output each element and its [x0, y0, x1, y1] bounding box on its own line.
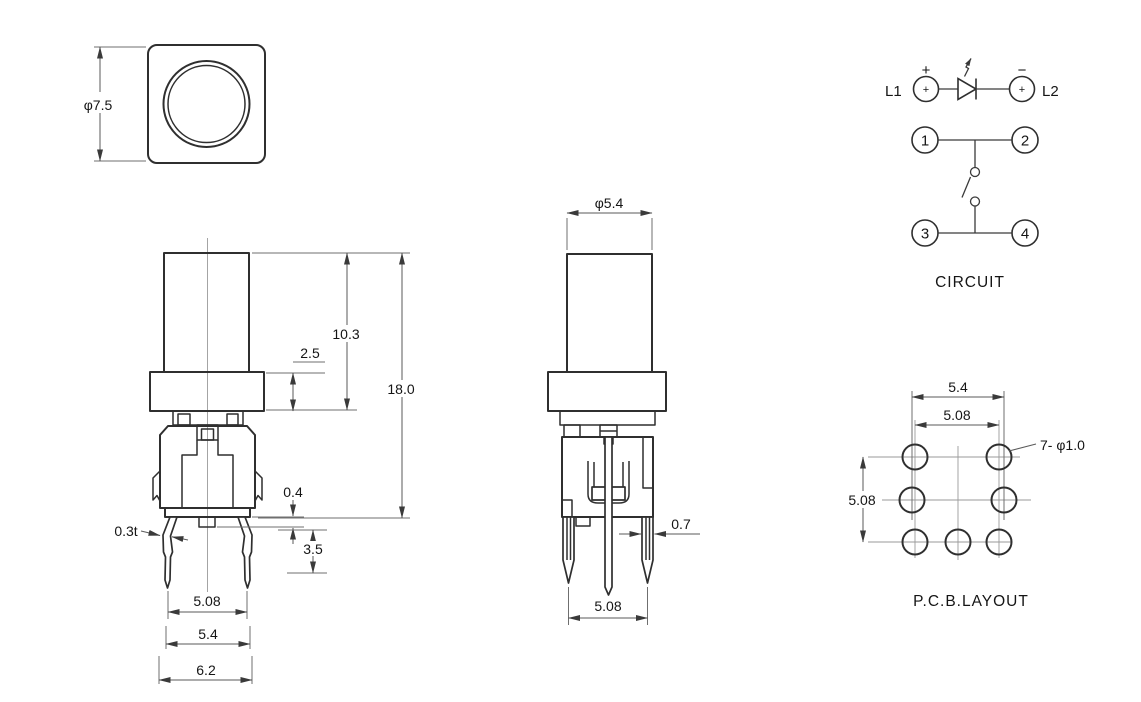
pcb-hole: [901, 528, 929, 556]
top-view: φ7.5: [73, 44, 266, 164]
lamp2-polarity: −: [1018, 62, 1027, 79]
pcb-hole: [944, 528, 972, 556]
lamp2-label: L2: [1042, 83, 1059, 100]
plunger-outline: [163, 252, 250, 373]
pcb-title: P.C.B.LAYOUT: [913, 593, 1029, 610]
neck-notch: [226, 413, 239, 426]
side-view: φ5.4 0.7 5.08: [547, 195, 700, 625]
dim-label-0-4: 0.4: [283, 484, 303, 500]
neck-tab: [563, 424, 581, 438]
neck-outline: [172, 411, 244, 426]
pin-left: [562, 516, 575, 584]
led-emission-arrow-icon: [963, 58, 972, 77]
leader-arrow: [171, 536, 189, 542]
dim-label-5-08: 5.08: [193, 593, 220, 609]
pcb-hole: [985, 528, 1013, 556]
dim-label-0-3t: 0.3t: [114, 523, 137, 539]
body-notch-right: [642, 437, 653, 489]
inner-block: [181, 440, 234, 508]
lamp1-polarity: +: [922, 62, 931, 79]
body-step-left: [562, 499, 573, 517]
dim-label-6-2: 6.2: [196, 662, 216, 678]
plate-step: [575, 516, 591, 527]
neck-outline: [559, 411, 656, 426]
switch-lever: [961, 176, 972, 198]
button-circle-inner: [167, 64, 246, 144]
circuit-diagram: L1 + + + − L2 1 2 3 4 CIRCUIT: [885, 58, 1059, 291]
button-circle-outer: [162, 60, 251, 148]
side-clip-right: [254, 470, 263, 502]
leg-right: [237, 516, 253, 589]
center-post-inner: [200, 428, 215, 441]
lamp2-symbol: [1008, 75, 1036, 103]
dim-label-0-7: 0.7: [671, 516, 691, 532]
pcb-hole: [901, 443, 929, 471]
terminal-4: 4: [1021, 226, 1029, 243]
lamp1-label: L1: [885, 83, 902, 100]
side-clip-left: [152, 470, 161, 502]
pcb-layout: 5.4 5.08 5.08 7- φ1.0 P.C.B.LAYOUT: [844, 379, 1085, 610]
terminal-3: 3: [921, 226, 929, 243]
switch-contact-top: [969, 166, 981, 178]
circuit-title: CIRCUIT: [935, 274, 1005, 291]
lamp1-center-plus: +: [923, 84, 929, 96]
dim-label-5-08: 5.08: [594, 598, 621, 614]
pcb-hole: [898, 486, 926, 514]
dim-label-diameter-7-5: φ7.5: [84, 97, 113, 113]
leader-line: [1008, 443, 1037, 452]
dim-label-2-5: 2.5: [300, 345, 320, 361]
lamp2-center-plus: +: [1019, 84, 1025, 96]
dim-label-dia-5-4: φ5.4: [595, 195, 624, 211]
dim-label-5-08-vertical: 5.08: [848, 492, 875, 508]
dim-label-5-4: 5.4: [198, 626, 218, 642]
switch-contact-bottom: [969, 196, 981, 207]
led-lead-center: [604, 436, 613, 596]
hole-callout-label: 7- φ1.0: [1040, 437, 1085, 453]
cap-base-outline: [547, 371, 667, 412]
dim-label-5-4: 5.4: [948, 379, 968, 395]
leader-arrow: [140, 529, 161, 536]
terminal-1: 1: [921, 133, 929, 150]
cap-base-outline: [149, 371, 265, 412]
dim-label-3-5: 3.5: [303, 541, 323, 557]
dim-label-10-3: 10.3: [332, 326, 359, 342]
center-nub: [198, 516, 216, 528]
switch-body-outline: [159, 425, 256, 509]
pcb-hole: [990, 486, 1018, 514]
dim-label-18-0: 18.0: [387, 381, 414, 397]
neck-notch: [177, 413, 191, 426]
dim-label-5-08: 5.08: [943, 407, 970, 423]
button-cap-outline: [147, 44, 266, 164]
terminal-2: 2: [1021, 133, 1029, 150]
leg-left: [162, 516, 178, 589]
front-view: 10.3 2.5 18.0 0.4 0.3t 3.5 5.08 5.4: [114, 238, 421, 684]
pin-right: [641, 516, 654, 584]
plunger-outline: [566, 253, 653, 373]
pcb-hole: [985, 443, 1013, 471]
led-symbol: [957, 77, 978, 101]
